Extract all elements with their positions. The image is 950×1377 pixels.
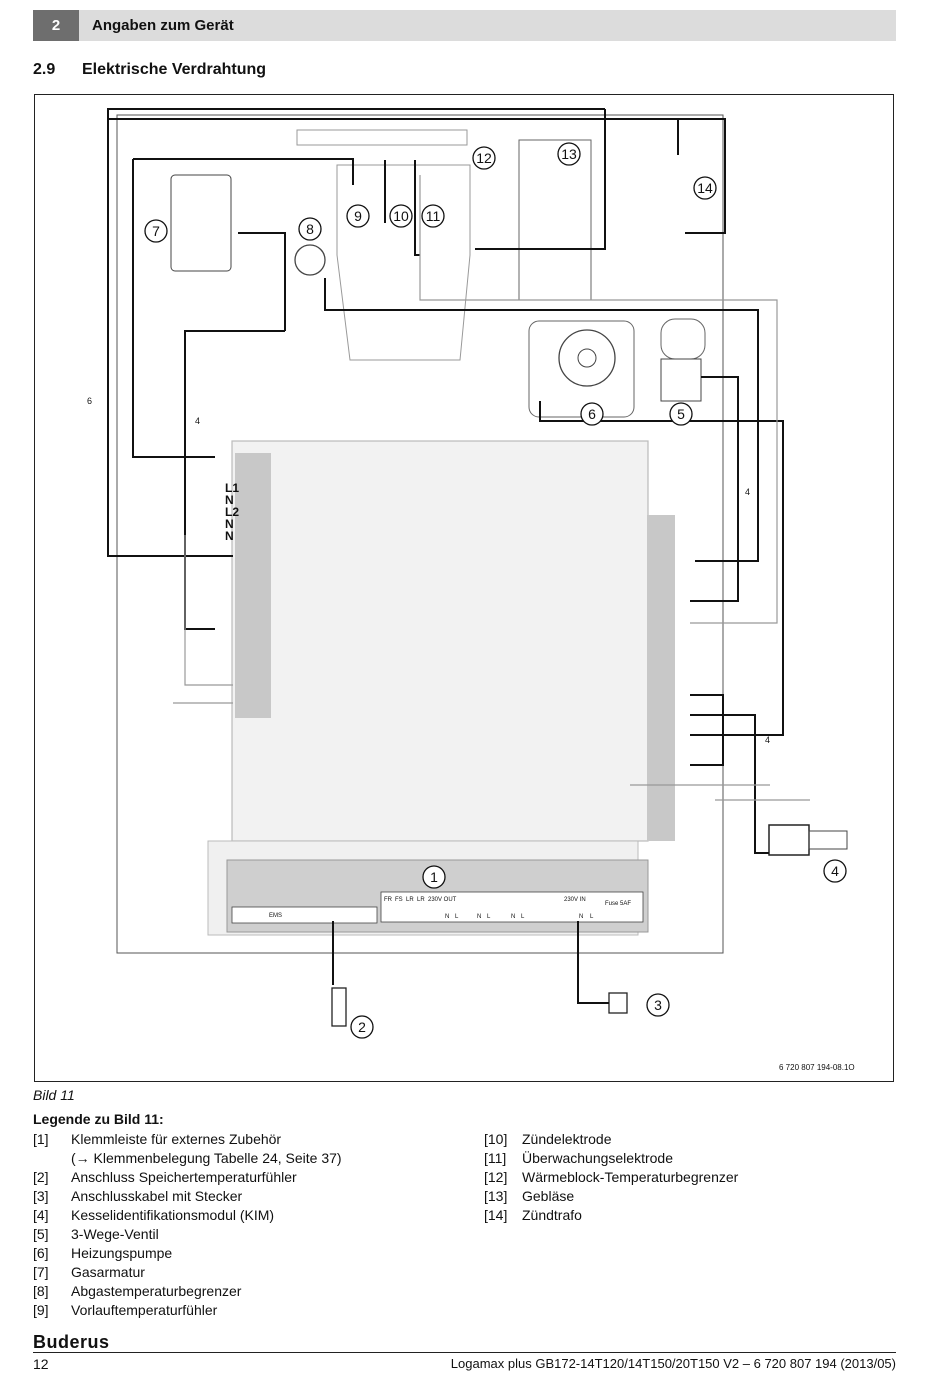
wire-count-4-right: 4 <box>745 487 750 497</box>
callout-4: 4 <box>831 863 839 879</box>
terminal-label-l1: L1 <box>225 481 239 495</box>
callout-12: 12 <box>476 150 492 166</box>
strip-label-fr: FR <box>384 897 393 903</box>
section-number: 2.9 <box>33 61 56 78</box>
terminal-label-n1: N <box>225 493 234 507</box>
strip-label-l3: L <box>521 914 525 920</box>
footer-rule <box>33 1352 896 1353</box>
figure-caption: Bild 11 <box>33 1087 75 1103</box>
callout-9: 9 <box>354 208 362 224</box>
callout-6: 6 <box>588 406 596 422</box>
legend-left-column: [1]Klemmleiste für externes Zubehör (→ K… <box>33 1130 463 1320</box>
legend-item: [3]Anschlusskabel mit Stecker <box>33 1188 243 1204</box>
legend-title: Legende zu Bild 11: <box>33 1111 164 1127</box>
strip-label-fs: FS <box>395 897 403 903</box>
legend-item: [4]Kesselidentifikationsmodul (KIM) <box>33 1207 275 1223</box>
callout-7: 7 <box>152 223 160 239</box>
legend-item: [10]Zündelektrode <box>484 1131 612 1147</box>
legend-item: [6]Heizungspumpe <box>33 1245 173 1261</box>
callout-5: 5 <box>677 406 685 422</box>
legend-item: [5]3-Wege-Ventil <box>33 1226 159 1242</box>
control-board <box>231 440 649 842</box>
legend-item: [11]Überwachungselektrode <box>484 1150 673 1166</box>
strip-label-l4: L <box>590 914 594 920</box>
wire-count-4-lower: 4 <box>765 735 770 745</box>
terminal-label-l2: L2 <box>225 505 239 519</box>
strip-label-230v-out: 230V OUT <box>428 897 457 903</box>
left-terminal-block <box>235 453 271 718</box>
legend-item: [2]Anschluss Speichertemperaturfühler <box>33 1169 297 1185</box>
strip-label-230v-in: 230V IN <box>564 897 586 903</box>
strip-label-l2: L <box>487 914 491 920</box>
chapter-number: 2 <box>33 10 79 41</box>
chapter-header-bar <box>33 10 896 41</box>
legend-item: (→ Klemmenbelegung Tabelle 24, Seite 37) <box>71 1150 342 1166</box>
section-title: Elektrische Verdrahtung <box>82 61 267 78</box>
callout-1: 1 <box>430 869 438 885</box>
legend-item: [14]Zündtrafo <box>484 1207 582 1223</box>
wire-count-4-left: 4 <box>195 416 200 426</box>
callout-14: 14 <box>697 180 713 196</box>
page-number: 12 <box>33 1356 49 1372</box>
legend-item: [8]Abgastemperaturbegrenzer <box>33 1283 242 1299</box>
strip-label-n4: N <box>579 914 583 920</box>
strip-label-fuse: Fuse 5AF <box>605 901 631 907</box>
legend-item: [1]Klemmleiste für externes Zubehör <box>33 1131 282 1147</box>
callout-2: 2 <box>358 1019 366 1035</box>
terminal-label-n3: N <box>225 529 234 543</box>
callout-8: 8 <box>306 221 314 237</box>
strip-label-n3: N <box>511 914 515 920</box>
legend-item: [13]Gebläse <box>484 1188 575 1204</box>
strip-label-lr2: LR <box>417 897 425 903</box>
wiring-diagram-svg: L1 N L2 N N FR FS LR LR 230V OUT 230V IN… <box>87 108 848 1039</box>
wiring-diagram: L1 N L2 N N FR FS LR LR 230V OUT 230V IN… <box>34 94 894 1082</box>
legend-item: [7]Gasarmatur <box>33 1264 145 1280</box>
terminal-label-n2: N <box>225 517 234 531</box>
legend-right-column: [10]Zündelektrode [11]Überwachungselektr… <box>484 1130 884 1225</box>
strip-label-ems: EMS <box>269 913 282 919</box>
callout-3: 3 <box>654 997 662 1013</box>
right-terminal-block <box>647 515 675 841</box>
strip-label-lr1: LR <box>406 897 414 903</box>
figure-id: 6 720 807 194-08.1O <box>779 1063 855 1072</box>
chapter-title: Angaben zum Gerät <box>92 17 234 34</box>
callout-13: 13 <box>561 146 577 162</box>
wire-count-6: 6 <box>87 396 92 406</box>
document-reference: Logamax plus GB172-14T120/14T150/20T150 … <box>450 1356 896 1371</box>
strip-label-n2: N <box>477 914 481 920</box>
strip-label-l1: L <box>455 914 459 920</box>
brand-logo: Buderus <box>33 1332 110 1352</box>
callout-10: 10 <box>393 208 409 224</box>
legend-item: [9]Vorlauftemperaturfühler <box>33 1302 218 1318</box>
legend-item: [12]Wärmeblock-Temperaturbegrenzer <box>484 1169 739 1185</box>
callout-11: 11 <box>426 208 441 224</box>
strip-label-n1: N <box>445 914 449 920</box>
